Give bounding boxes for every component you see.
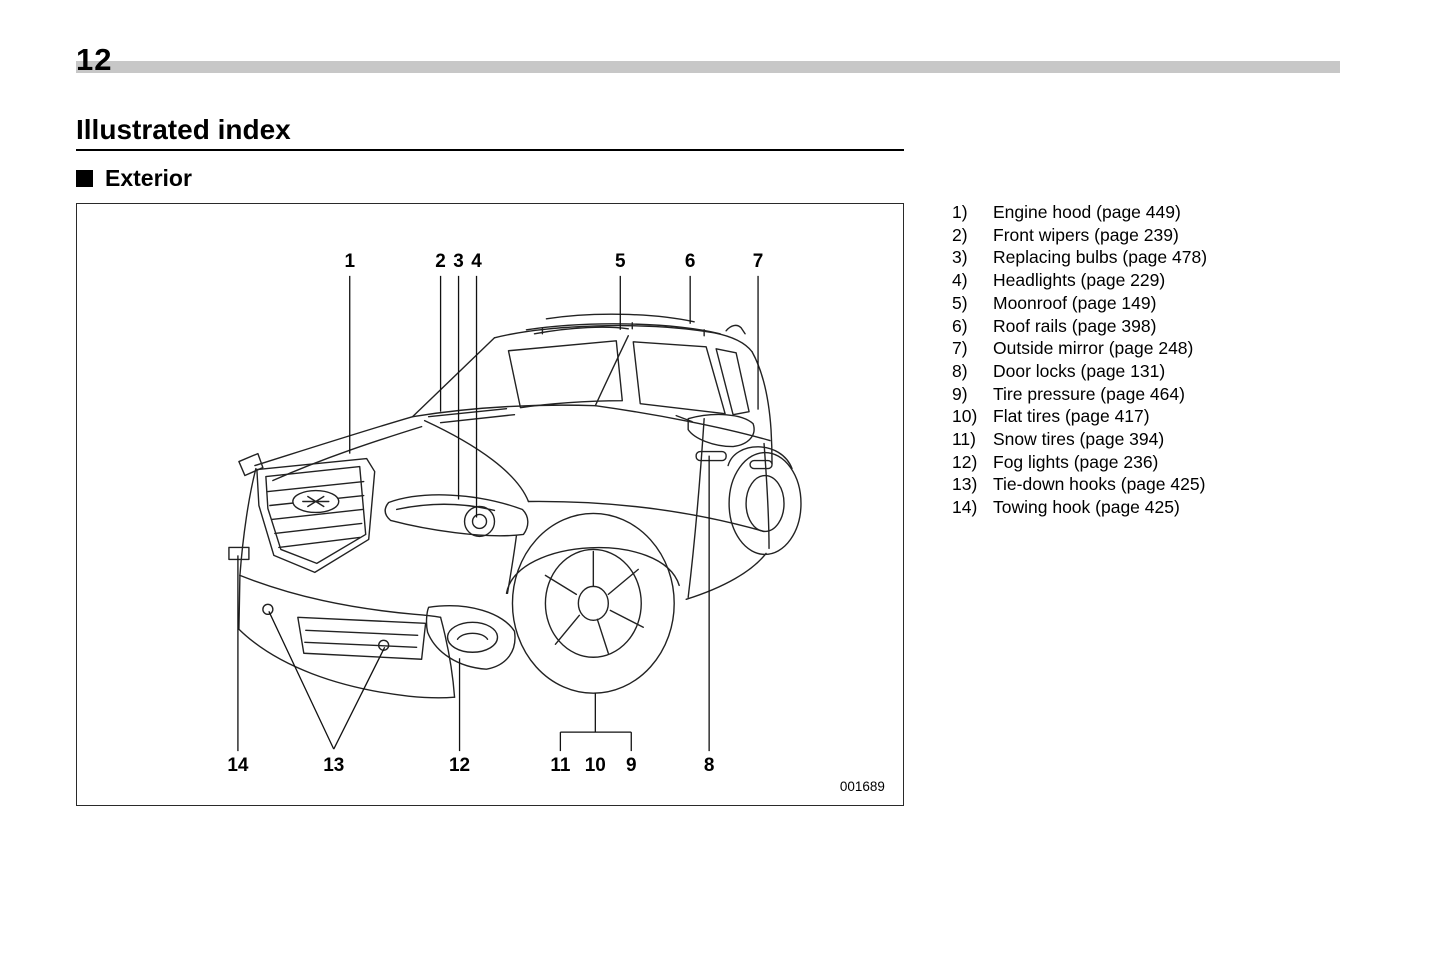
section-square-icon (76, 170, 93, 187)
index-item-label: Towing hook (page 425) (993, 497, 1180, 518)
index-item-number: 8) (952, 360, 968, 381)
vehicle-illustration (228, 313, 802, 699)
index-item: 11) Snow tires (page 394) (952, 428, 1207, 451)
leader-13b (333, 646, 386, 750)
callout-13: 13 (323, 755, 344, 776)
index-item-label: Outside mirror (page 248) (993, 338, 1194, 359)
index-item-label: Headlights (page 229) (993, 270, 1166, 291)
index-item: 12) Fog lights (page 236) (952, 451, 1207, 474)
illustrated-index-list: 1) Engine hood (page 449) 2) Front wipers … (952, 201, 1207, 519)
index-item: 8) Door locks (page 131) (952, 360, 1207, 383)
callout-9: 9 (626, 755, 637, 776)
exterior-figure: 1 2 3 4 5 6 7 14 13 12 11 10 9 8 001689 (76, 203, 904, 806)
callout-3: 3 (453, 251, 464, 272)
section-heading: Exterior (76, 165, 192, 192)
index-item: 3) Replacing bulbs (page 478) (952, 246, 1207, 269)
figure-code: 001689 (840, 779, 885, 794)
page-number: 12 (76, 42, 113, 77)
index-item-label: Tire pressure (page 464) (993, 383, 1185, 404)
index-item-number: 9) (952, 383, 968, 404)
callout-8: 8 (704, 755, 715, 776)
index-item-number: 11) (952, 429, 976, 450)
index-item-number: 6) (952, 315, 968, 336)
index-item-number: 13) (952, 474, 978, 495)
index-item-label: Engine hood (page 449) (993, 202, 1181, 222)
index-item-number: 2) (952, 224, 968, 245)
vehicle-diagram: 1 2 3 4 5 6 7 14 13 12 11 10 9 8 001689 (227, 251, 885, 794)
callout-2: 2 (435, 251, 446, 272)
callout-labels: 1 2 3 4 5 6 7 14 13 12 11 10 9 8 (227, 251, 763, 776)
index-item-label: Roof rails (page 398) (993, 315, 1157, 336)
index-item: 2) Front wipers (page 239) (952, 224, 1207, 247)
index-item-number: 1) (952, 202, 968, 222)
index-item: 14) Towing hook (page 425) (952, 496, 1207, 519)
callout-leader-lines (237, 275, 759, 752)
title-underline (76, 149, 904, 151)
callout-5: 5 (615, 251, 626, 272)
page-title: Illustrated index (76, 114, 291, 145)
index-item: 1) Engine hood (page 449) (952, 201, 1207, 224)
callout-14: 14 (227, 755, 249, 776)
callout-6: 6 (685, 251, 696, 272)
index-item-label: Door locks (page 131) (993, 360, 1166, 381)
section-title: Exterior (105, 165, 192, 191)
index-item: 9) Tire pressure (page 464) (952, 383, 1207, 406)
index-item-number: 3) (952, 247, 968, 268)
index-item: 5) Moonroof (page 149) (952, 292, 1207, 315)
callout-1: 1 (344, 251, 355, 272)
index-item-number: 12) (952, 451, 978, 472)
callout-10: 10 (585, 755, 606, 776)
index-item: 13) Tie-down hooks (page 425) (952, 473, 1207, 496)
index-item-number: 5) (952, 292, 968, 313)
callout-12: 12 (449, 755, 470, 776)
index-item: 10) Flat tires (page 417) (952, 405, 1207, 428)
callout-4: 4 (471, 251, 482, 272)
index-item: 6) Roof rails (page 398) (952, 315, 1207, 338)
index-item-label: Front wipers (page 239) (993, 224, 1179, 245)
index-item-label: Replacing bulbs (page 478) (993, 247, 1208, 268)
index-item-label: Fog lights (page 236) (993, 451, 1159, 472)
callout-7: 7 (753, 251, 764, 272)
index-item: 4) Headlights (page 229) (952, 269, 1207, 292)
page-header-rule (76, 61, 1340, 73)
index-item-label: Flat tires (page 417) (993, 406, 1150, 427)
index-item-label: Snow tires (page 394) (993, 429, 1165, 450)
index-item-number: 14) (952, 497, 978, 518)
index-item-number: 10) (952, 406, 978, 427)
index-item-number: 4) (952, 270, 968, 291)
index-item-number: 7) (952, 338, 968, 359)
index-item: 7) Outside mirror (page 248) (952, 337, 1207, 360)
index-item-label: Moonroof (page 149) (993, 292, 1157, 313)
index-item-label: Tie-down hooks (page 425) (993, 474, 1206, 495)
callout-11: 11 (550, 755, 570, 776)
leader-13a (268, 611, 335, 750)
